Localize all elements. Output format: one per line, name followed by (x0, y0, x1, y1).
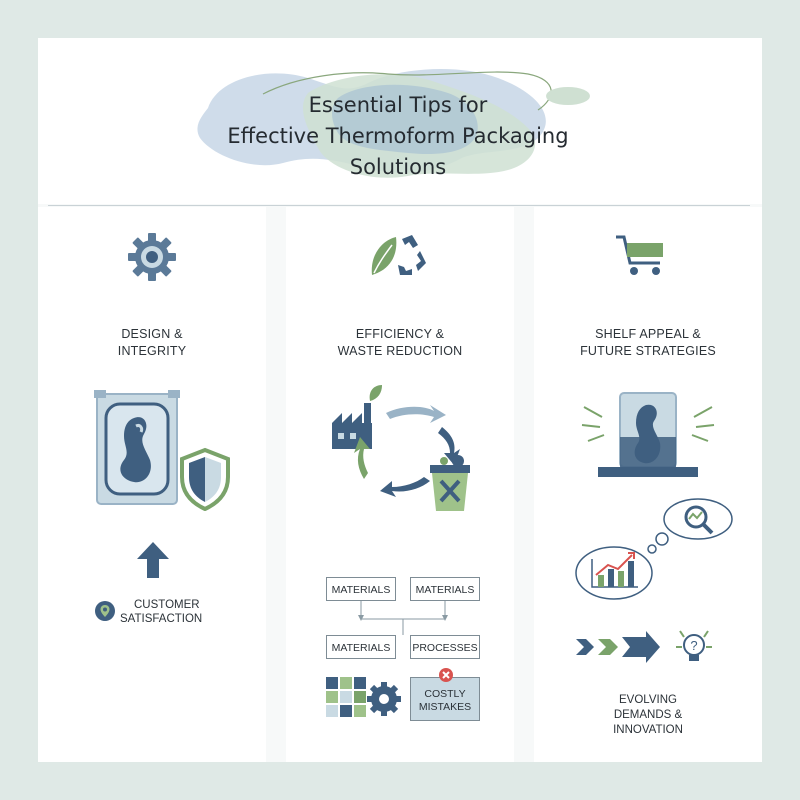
material-grid-icon (326, 677, 366, 717)
header-blob-decoration (197, 68, 590, 178)
recycle-cycle-diagram (332, 385, 470, 511)
chevron-arrows-icon: ? (576, 630, 712, 663)
costly-mistakes-warning: COSTLY MISTAKES (410, 677, 480, 721)
error-x-icon (439, 668, 453, 682)
label-line: SATISFACTION (120, 613, 203, 625)
growth-chart-icon (591, 552, 638, 588)
label-line: DEMANDS & (613, 709, 683, 721)
header-divider (48, 205, 750, 206)
lightbulb-icon: ? (676, 630, 712, 661)
column-title-line: INTEGRITY (117, 344, 187, 358)
infographic-page: Essential Tips for Effective Thermoform … (38, 38, 762, 762)
column-design-integrity: DESIGN & INTEGRITY CUSTOMER SATISFACTION (38, 207, 266, 762)
up-arrow-icon (137, 542, 169, 578)
column-title-line: SHELF APPEAL & (595, 327, 701, 341)
column-title: EFFICIENCY & WASTE REDUCTION (286, 326, 514, 360)
factory-icon (332, 385, 382, 449)
column-title: SHELF APPEAL & FUTURE STRATEGIES (534, 326, 762, 360)
label-line: INNOVATION (613, 724, 683, 736)
leaf-recycle-icon (371, 235, 426, 275)
flow-connector-lines (358, 601, 448, 635)
gear-icon (128, 233, 176, 281)
shield-icon (180, 447, 230, 511)
title-line-3: Solutions (349, 155, 447, 179)
page-title: Essential Tips for Effective Thermoform … (178, 90, 618, 183)
column-efficiency-waste: EFFICIENCY & WASTE REDUCTION (286, 207, 514, 762)
header: Essential Tips for Effective Thermoform … (38, 38, 762, 204)
warning-line: COSTLY (424, 688, 466, 700)
flow-box-materials: MATERIALS (326, 635, 396, 659)
flow-box-materials: MATERIALS (326, 577, 396, 601)
thermoform-package-icon (94, 390, 180, 505)
column-title-line: WASTE REDUCTION (337, 344, 463, 358)
material-grid-gear-icon (326, 677, 401, 717)
column-shelf-appeal: SHELF APPEAL & FUTURE STRATEGIES (534, 207, 762, 762)
thought-bubble-group (575, 498, 733, 600)
title-line-1: Essential Tips for (308, 93, 488, 117)
location-pin-icon (95, 601, 115, 621)
title-line-2: Effective Thermoform Packaging (227, 124, 569, 148)
flow-box-materials: MATERIALS (410, 577, 480, 601)
waste-bin-icon (430, 455, 470, 511)
magnifier-chart-icon (684, 505, 714, 535)
label-line: EVOLVING (619, 694, 677, 706)
column-title: DESIGN & INTEGRITY (38, 326, 266, 360)
column-title-line: EFFICIENCY & (355, 327, 445, 341)
evolving-demands-label: EVOLVING DEMANDS & INNOVATION (534, 693, 762, 738)
svg-text:?: ? (690, 638, 697, 653)
warning-line: MISTAKES (418, 701, 472, 713)
column-title-line: FUTURE STRATEGIES (580, 344, 716, 358)
shelf-display-icon (581, 392, 715, 477)
shopping-cart-icon (616, 235, 663, 275)
flow-box-processes: PROCESSES (410, 635, 480, 659)
label-line: CUSTOMER (134, 599, 200, 611)
column-title-line: DESIGN & (121, 327, 183, 341)
customer-satisfaction-label: CUSTOMER SATISFACTION (120, 598, 230, 626)
